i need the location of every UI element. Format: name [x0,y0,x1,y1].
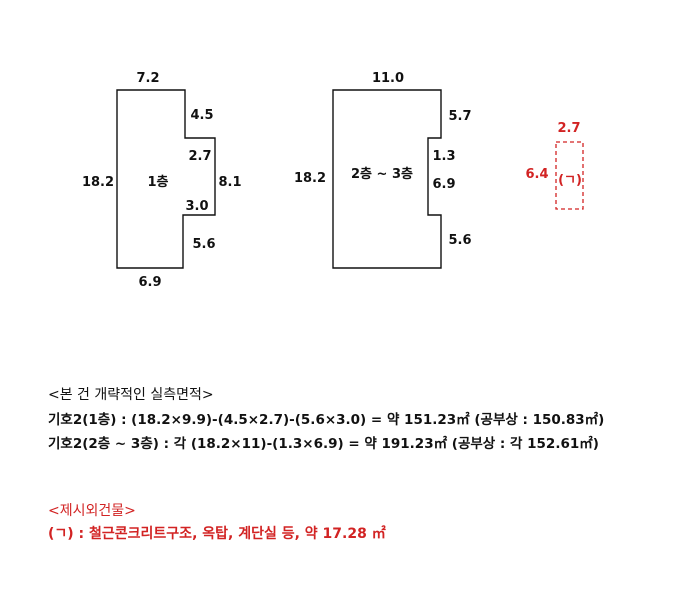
plan1-dim-top: 7.2 [136,71,159,86]
plan3-dim-left: 6.4 [525,167,548,182]
excluded-line-1: (ㄱ) : 철근콘크리트구조, 옥탑, 계단실 등, 약 17.28 ㎡ [48,526,386,542]
plan3-outline [555,141,584,210]
area-line-2: 기호2(2층 ~ 3층) : 각 (18.2×11)-(1.3×6.9) = 약… [48,436,599,452]
plan1-dim-left: 18.2 [82,175,114,190]
area-heading: <본 건 개략적인 실측면적> [48,387,214,403]
plan1-dim-bottom: 6.9 [138,275,161,290]
plan1-dim-lower-right: 5.6 [192,237,215,252]
plan1-dim-notch-top: 4.5 [190,108,213,123]
excluded-heading: <제시외건물> [48,503,136,519]
plan3-label: (ㄱ) [558,173,582,188]
plan2-dim-notch-width: 1.3 [432,149,455,164]
plan1-dim-notch-bottom: 3.0 [185,199,208,214]
plan1-dim-right: 8.1 [218,175,241,190]
plan2-dim-upper-right: 5.7 [448,109,471,124]
plan2-outline [332,89,442,269]
plan2-dim-left: 18.2 [294,171,326,186]
plan1-outline [116,89,216,269]
plan2-dim-notch-height: 6.9 [432,177,455,192]
area-line-1: 기호2(1층) : (18.2×9.9)-(4.5×2.7)-(5.6×3.0)… [48,412,605,428]
plan2-floor-label: 2층 ~ 3층 [351,166,413,182]
plan2-dim-top: 11.0 [372,71,404,86]
plan3-dim-top: 2.7 [557,121,580,136]
plan1-dim-notch-width: 2.7 [188,149,211,164]
plan2-dim-lower-right: 5.6 [448,233,471,248]
plan1-floor-label: 1층 [147,174,168,190]
